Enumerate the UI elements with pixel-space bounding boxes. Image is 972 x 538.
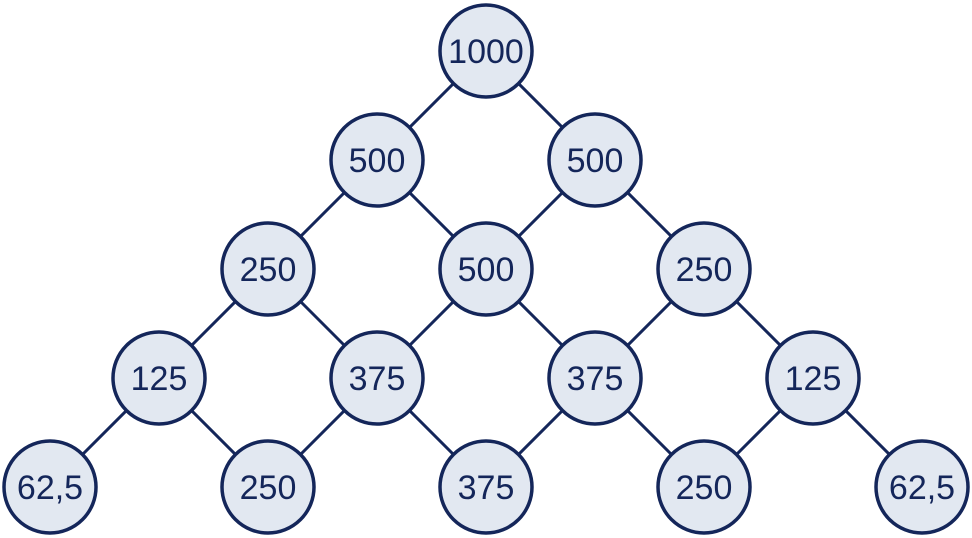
node-circle bbox=[111, 330, 207, 426]
node-value-label: 500 bbox=[349, 142, 406, 180]
node-circle bbox=[2, 439, 98, 535]
node-value-label: 62,5 bbox=[889, 469, 955, 507]
node-value-label: 500 bbox=[567, 142, 624, 180]
node-r4-2: 375 bbox=[438, 439, 534, 535]
node-r4-1: 250 bbox=[220, 439, 316, 535]
node-circle bbox=[656, 439, 752, 535]
node-circle bbox=[438, 221, 534, 317]
node-r2-2: 250 bbox=[656, 221, 752, 317]
node-circle bbox=[547, 112, 643, 208]
node-r3-1: 375 bbox=[329, 330, 425, 426]
node-r4-0: 62,5 bbox=[2, 439, 98, 535]
node-value-label: 125 bbox=[785, 360, 842, 398]
node-circle bbox=[765, 330, 861, 426]
node-circle bbox=[220, 439, 316, 535]
node-value-label: 375 bbox=[349, 360, 406, 398]
node-r1-0: 500 bbox=[329, 112, 425, 208]
node-circle bbox=[656, 221, 752, 317]
nodes-layer: 1000 500 500 250 500 250 125 375 375 125 62,5 250 37… bbox=[2, 3, 970, 535]
node-r4-4: 62,5 bbox=[874, 439, 970, 535]
node-value-label: 250 bbox=[676, 469, 733, 507]
node-value-label: 375 bbox=[567, 360, 624, 398]
node-value-label: 250 bbox=[676, 251, 733, 289]
node-circle bbox=[329, 112, 425, 208]
node-r3-0: 125 bbox=[111, 330, 207, 426]
node-value-label: 1000 bbox=[448, 33, 524, 71]
node-value-label: 125 bbox=[131, 360, 188, 398]
node-r2-0: 250 bbox=[220, 221, 316, 317]
node-r3-2: 375 bbox=[547, 330, 643, 426]
node-circle bbox=[547, 330, 643, 426]
node-r4-3: 250 bbox=[656, 439, 752, 535]
node-value-label: 62,5 bbox=[17, 469, 83, 507]
node-circle bbox=[329, 330, 425, 426]
node-circle bbox=[220, 221, 316, 317]
node-r2-1: 500 bbox=[438, 221, 534, 317]
node-value-label: 500 bbox=[458, 251, 515, 289]
node-circle bbox=[438, 439, 534, 535]
node-r3-3: 125 bbox=[765, 330, 861, 426]
node-value-label: 375 bbox=[458, 469, 515, 507]
node-r0-0: 1000 bbox=[438, 3, 534, 99]
node-value-label: 250 bbox=[240, 469, 297, 507]
node-value-label: 250 bbox=[240, 251, 297, 289]
node-circle bbox=[438, 3, 534, 99]
node-circle bbox=[874, 439, 970, 535]
node-r1-1: 500 bbox=[547, 112, 643, 208]
